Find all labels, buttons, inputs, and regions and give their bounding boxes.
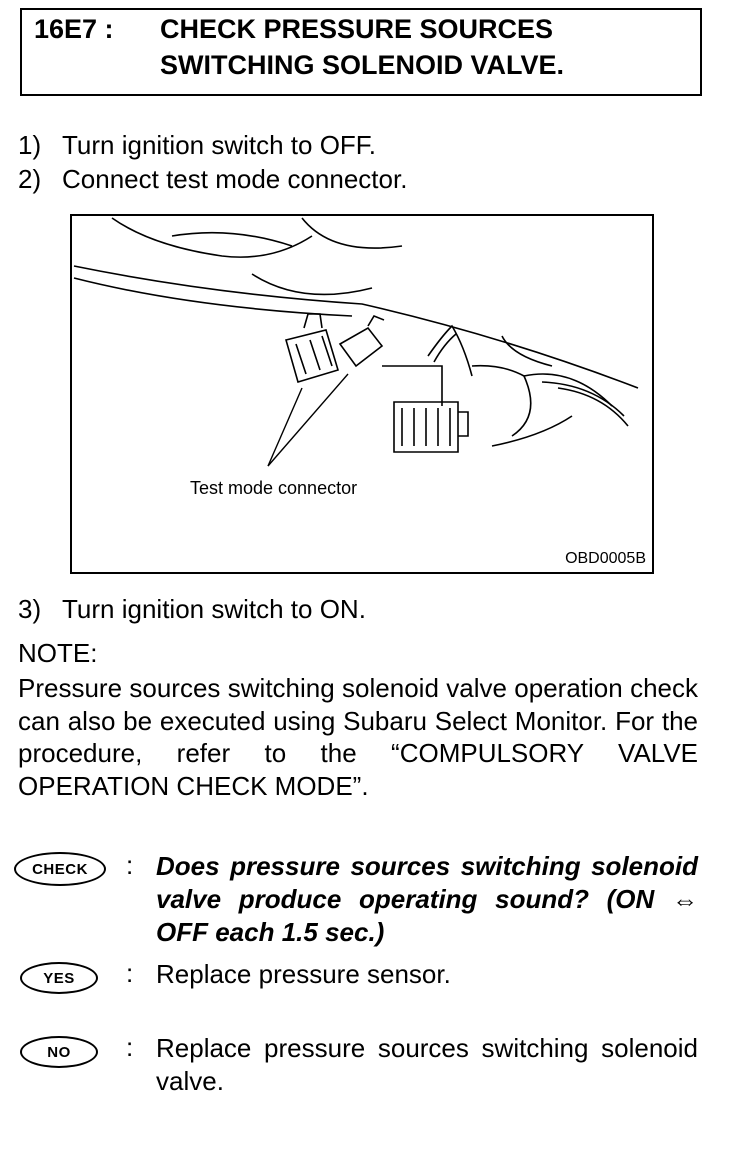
no-badge: NO <box>20 1036 98 1068</box>
panel-curve-4 <box>171 231 293 247</box>
leader-line-left <box>267 387 303 467</box>
main-harness-connector <box>393 401 459 453</box>
dashboard-edge-line <box>73 265 639 389</box>
procedure-title-line-2: SWITCHING SOLENOID VALVE. <box>160 50 565 80</box>
yes-colon: : <box>126 958 134 988</box>
step-2-text: Connect test mode connector. <box>62 164 408 194</box>
connector-illustration: Test mode connector OBD0005B <box>70 214 654 574</box>
check-badge: CHECK <box>14 852 106 886</box>
test-mode-connector-right <box>338 326 384 368</box>
panel-curve-3 <box>301 217 403 249</box>
figure-code: OBD0005B <box>565 550 646 567</box>
step-1-number: 1) <box>18 130 42 160</box>
procedure-title-line-1: CHECK PRESSURE SOURCES <box>160 14 554 44</box>
check-colon: : <box>126 850 134 880</box>
check-question: Does pressure sources switching solenoid… <box>156 851 698 947</box>
no-action: Replace pressure sources switching solen… <box>156 1033 698 1096</box>
step-3-text: Turn ignition switch to ON. <box>62 594 366 624</box>
procedure-title-box: 16E7 : CHECK PRESSURE SOURCES SWITCHING … <box>20 8 702 96</box>
step-2-number: 2) <box>18 164 42 194</box>
panel-curve-2 <box>251 273 373 296</box>
yes-badge: YES <box>20 962 98 994</box>
step-1-text: Turn ignition switch to OFF. <box>62 130 377 160</box>
no-colon: : <box>126 1032 134 1062</box>
test-mode-connector-left <box>285 329 339 383</box>
yes-action: Replace pressure sensor. <box>156 959 451 989</box>
step-3-number: 3) <box>18 594 42 624</box>
panel-curve-1 <box>111 217 313 258</box>
step-3: 3) Turn ignition switch to ON. <box>18 594 366 625</box>
note-body: Pressure sources switching solenoid valv… <box>18 673 698 801</box>
step-1: 1) Turn ignition switch to OFF. <box>18 130 376 161</box>
figure-label: Test mode connector <box>190 478 358 498</box>
step-2: 2) Connect test mode connector. <box>18 164 407 195</box>
procedure-code: 16E7 : <box>34 14 114 44</box>
dashboard-lower-edge <box>73 277 353 317</box>
note-heading: NOTE: <box>18 638 98 668</box>
leader-line-right <box>267 373 349 467</box>
connector-drawing <box>73 217 639 467</box>
